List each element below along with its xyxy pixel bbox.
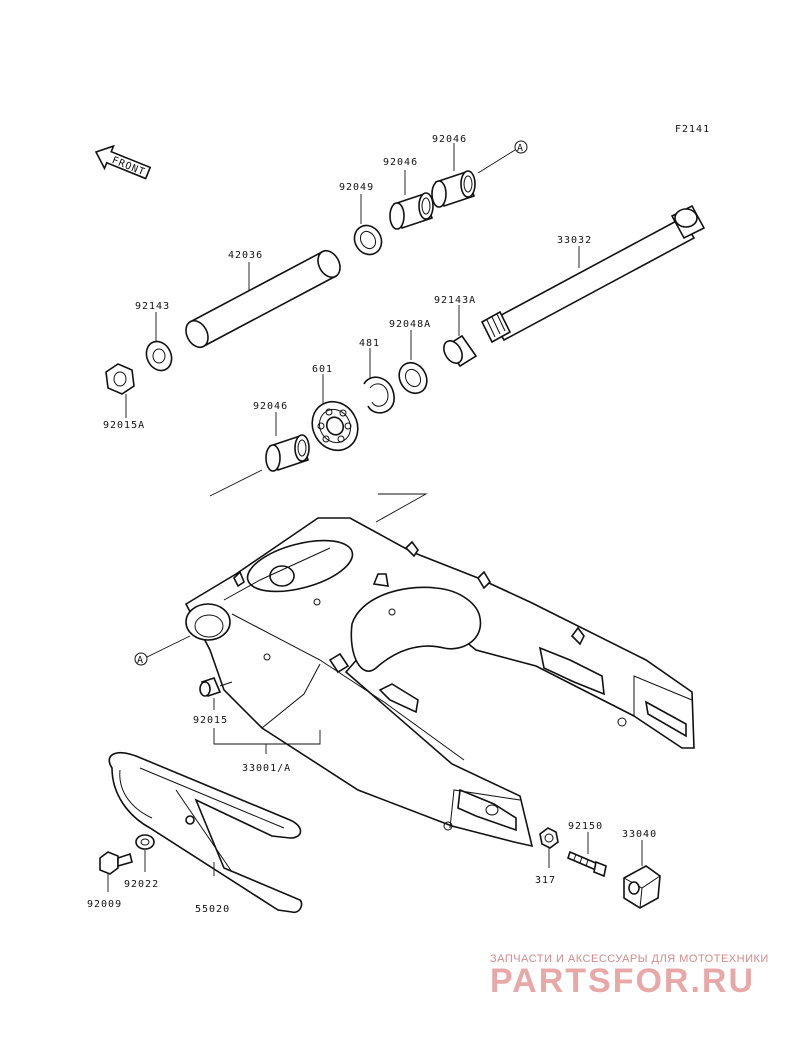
oil-seal-92048a: [398, 361, 428, 395]
label-33040: 33040: [622, 829, 657, 840]
pivot-shaft-33032: [480, 204, 706, 344]
svg-text:A: A: [517, 143, 524, 154]
svg-text:A: A: [137, 655, 144, 666]
label-92143: 92143: [135, 301, 170, 312]
label-33032: 33032: [557, 235, 592, 246]
sleeve-42036: [185, 249, 341, 349]
label-92048a: 92048A: [389, 319, 431, 330]
collar-92143: [145, 340, 173, 372]
label-601: 601: [312, 364, 333, 375]
needle-bearing-92046-mid: [389, 192, 434, 230]
label-92150: 92150: [568, 821, 603, 832]
needle-bearing-92046-low: [265, 434, 310, 472]
nut-317: [539, 827, 559, 849]
washer-92022: [135, 834, 155, 850]
oil-seal-92049: [353, 224, 383, 256]
figure-code: F2141: [675, 124, 710, 135]
swing-arm-33001a: [184, 517, 695, 848]
watermark-logo: PARTSFOR.RU: [490, 962, 755, 1000]
adjuster-block-33040: [623, 865, 661, 909]
bolt-92150: [567, 850, 607, 878]
label-92046-top: 92046: [432, 134, 467, 145]
label-92022: 92022: [124, 879, 159, 890]
collar-92143a: [443, 334, 478, 368]
ref-marker-a-top: [514, 140, 528, 154]
label-481: 481: [359, 338, 380, 349]
needle-bearing-92046-top: [431, 170, 476, 208]
label-92046-low: 92046: [253, 401, 288, 412]
label-92015: 92015: [193, 715, 228, 726]
nut-92015a: [105, 363, 135, 395]
label-92049: 92049: [339, 182, 374, 193]
circlip-481: [363, 376, 395, 414]
label-33001a: 33001/A: [242, 763, 291, 774]
label-55020: 55020: [195, 904, 230, 915]
chain-guide-55020: [108, 752, 303, 914]
label-317: 317: [535, 875, 556, 886]
ref-marker-a-pivot: [134, 652, 148, 666]
ball-bearing-601: [311, 400, 359, 452]
bolt-92009: [99, 851, 133, 875]
label-42036: 42036: [228, 250, 263, 261]
label-92046-mid: 92046: [383, 157, 418, 168]
grease-nipple-92015: [199, 677, 233, 697]
watermark-tagline: ЗАПЧАСТИ И АКСЕССУАРЫ ДЛЯ МОТОТЕХНИКИ: [490, 953, 769, 965]
front-arrow-icon: FRONT: [94, 144, 152, 180]
label-92009: 92009: [87, 899, 122, 910]
label-92143a: 92143A: [434, 295, 476, 306]
label-92015a: 92015A: [103, 420, 145, 431]
